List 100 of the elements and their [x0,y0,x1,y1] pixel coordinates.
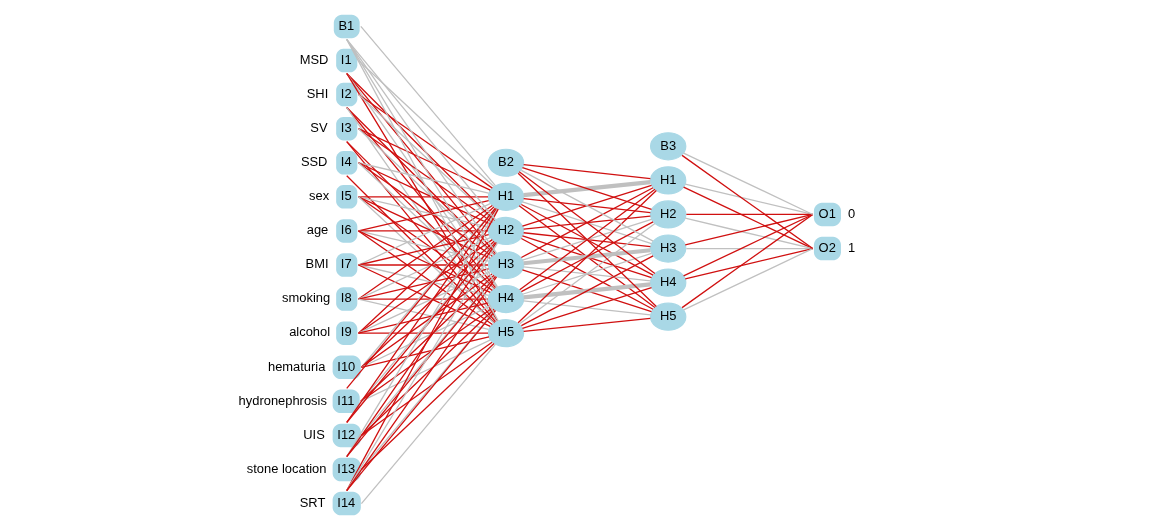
connector [357,202,491,266]
connector [360,305,491,368]
node-ellipse: B2 [487,148,524,177]
connector [359,241,496,402]
connector [357,230,491,293]
connector [680,213,813,309]
connector [518,171,655,275]
connector [682,152,813,216]
node-label: SSD [300,154,327,170]
node-box: I14 [332,491,361,516]
connector [522,266,651,282]
connector [521,269,652,313]
connector [357,196,491,259]
connector [521,184,652,227]
connector [520,237,654,310]
connector [357,93,493,189]
connector [359,274,495,402]
node-box: I12 [332,423,361,448]
connector [522,180,651,198]
connector [357,196,493,291]
connector [522,300,651,316]
node-label: sex [308,188,329,204]
node-label: SHI [306,85,328,101]
connector [357,162,489,194]
connector [360,336,490,368]
connector [357,128,494,256]
connector [360,341,493,437]
connector [522,282,651,300]
node-label: hydronephrosis [238,392,327,408]
connector [520,203,654,276]
connector [357,264,489,266]
node-label: SV [309,119,328,135]
connector [521,167,652,211]
node-box: I13 [332,457,361,482]
connector [357,128,491,191]
node-box: I10 [332,355,361,379]
connector [685,247,813,250]
node-ellipse: B3 [649,132,686,161]
connector [521,201,652,245]
connector [357,93,494,222]
node-label: UIS [302,426,325,442]
node-box: I11 [332,389,360,414]
node-ellipse: H3 [649,234,686,263]
connector [684,247,813,280]
connector [360,273,493,368]
connector [520,221,654,293]
connector [518,222,656,325]
connector [357,237,491,300]
node-ellipse: H5 [649,302,686,331]
node-ellipse: H3 [487,250,524,280]
connector [682,247,813,311]
connector [357,230,493,326]
connector [521,235,652,279]
connector [682,186,813,250]
connector [520,169,654,242]
connector [345,140,496,323]
node-label: 1 [847,239,855,255]
connector [518,188,656,291]
node-label: smoking [281,290,330,306]
connector [357,298,489,300]
node-label: hematuria [267,358,325,374]
connector [359,307,493,402]
connector [522,198,651,214]
connector [345,309,496,492]
connector [522,232,651,248]
node-label: SRT [299,494,325,510]
connector [357,162,491,225]
node-label: alcohol [288,324,330,340]
node-label: age [306,222,328,238]
connector [345,241,496,424]
connector [522,215,651,230]
connector [357,162,494,290]
connector [685,213,813,216]
connector [517,189,657,324]
node-label: BMI [305,256,329,272]
connector [521,252,652,295]
node-ellipse: H5 [487,319,524,348]
connector [357,128,493,223]
node-ellipse: H4 [487,285,524,314]
connector [345,72,496,255]
connector [522,317,651,333]
connector [522,248,651,266]
connector [521,286,652,329]
connector [684,183,813,216]
connector [345,72,495,222]
connector [680,154,813,250]
node-label: MSD [299,51,328,67]
node-label: 0 [847,205,855,221]
connector [345,38,496,221]
node-ellipse: H2 [649,200,686,229]
node-ellipse: H4 [649,268,686,297]
node-ellipse: H1 [487,182,524,211]
connector [521,218,652,261]
connector [360,240,495,368]
connector [360,275,496,437]
connector [357,196,489,198]
connector [360,343,496,505]
connector [520,187,654,259]
node-label: stone location [246,460,326,476]
connector [359,25,496,187]
